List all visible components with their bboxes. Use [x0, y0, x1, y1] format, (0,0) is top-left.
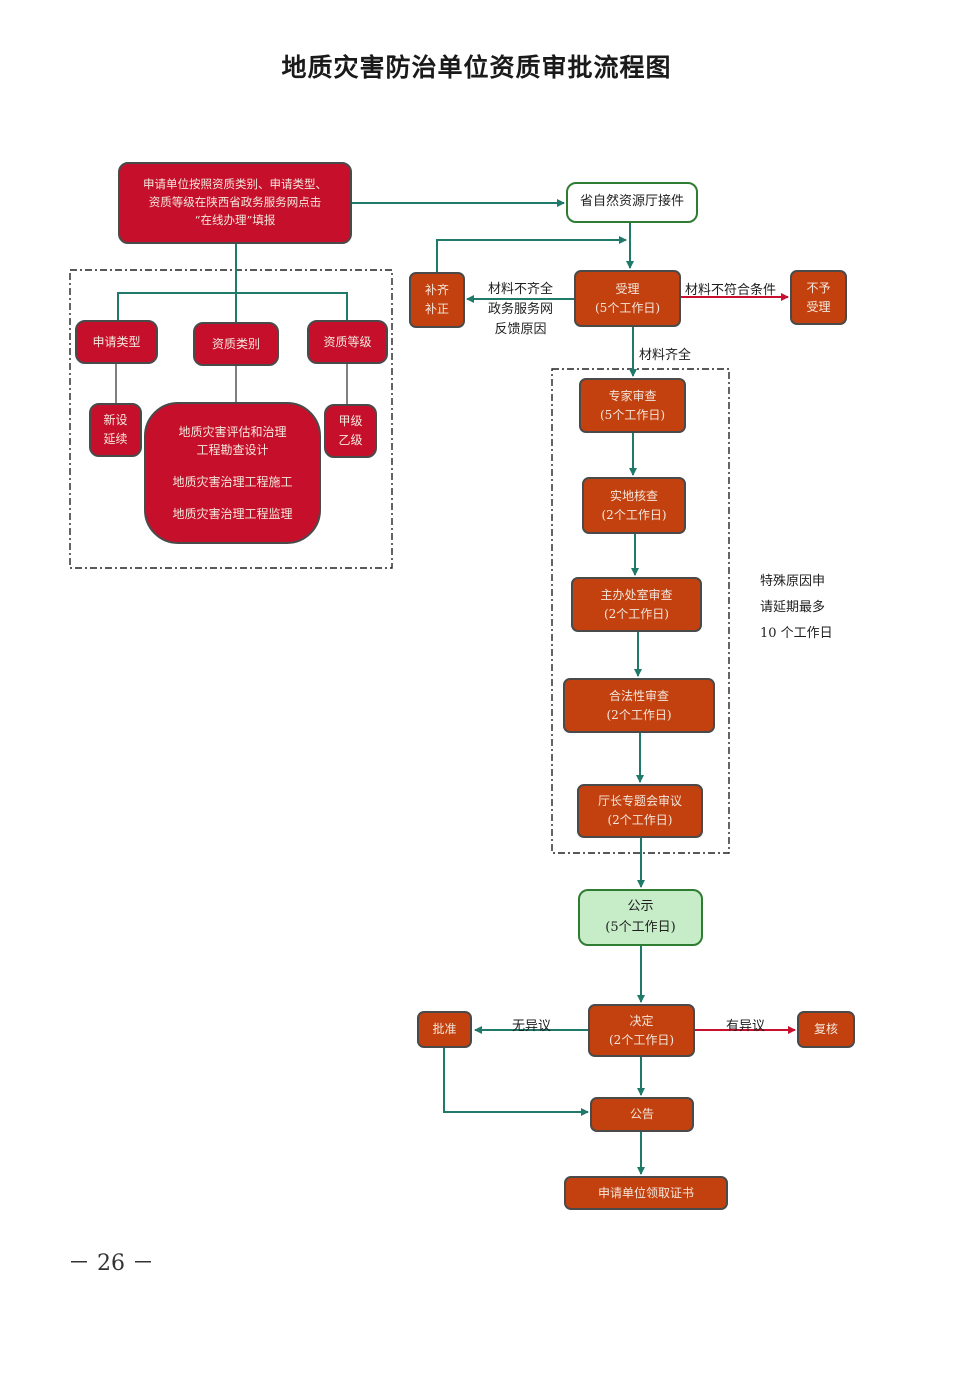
decision-box: 决定 (2个工作日)	[588, 1004, 695, 1057]
director-meeting-box: 厅长专题会审议 (2个工作日)	[577, 784, 703, 838]
accept-box: 受理 (5个工作日)	[574, 270, 681, 327]
approve-box: 批准	[417, 1011, 472, 1048]
category-apply-type: 申请类型	[75, 320, 158, 364]
publicity-box: 公示 (5个工作日)	[578, 889, 703, 946]
review-dashed-frame	[551, 368, 730, 854]
category-grade: 资质等级	[307, 320, 388, 364]
certificate-box: 申请单位领取证书	[564, 1176, 728, 1210]
legal-review-box: 合法性审查 (2个工作日)	[563, 678, 715, 733]
reject-box: 不予 受理	[790, 270, 847, 325]
site-check-box: 实地核查 (2个工作日)	[582, 477, 686, 534]
recheck-box: 复核	[797, 1011, 855, 1048]
label-not-qualified: 材料不符合条件	[685, 283, 777, 298]
side-note-extension: 特殊原因申 请延期最多 10 个工作日	[760, 574, 833, 641]
category-qualification: 资质类别	[193, 322, 279, 366]
grade-options: 甲级 乙级	[324, 404, 377, 458]
apply-type-options: 新设 延续	[89, 403, 142, 457]
announce-box: 公告	[590, 1097, 694, 1132]
expert-review-box: 专家审查 (5个工作日)	[579, 378, 686, 433]
qual-type-construction: 地质灾害治理工程施工	[172, 474, 293, 489]
left-dashed-frame	[69, 269, 393, 569]
label-objection: 有异议	[726, 1019, 766, 1034]
arrow-approve-announce	[443, 1048, 589, 1116]
page-number: － 26 －	[68, 1251, 154, 1276]
arrow-supplement-loop	[436, 236, 627, 272]
apply-box: 申请单位按照资质类别、申请类型、 资质等级在陕西省政务服务网点击 “在线办理”填…	[118, 162, 352, 244]
label-incomplete: 材料不齐全 政务服务网 反馈原因	[488, 282, 554, 338]
receive-box: 省自然资源厅接件	[566, 182, 698, 223]
page-title: 地质灾害防治单位资质审批流程图	[281, 53, 672, 82]
supplement-box: 补齐 补正	[409, 272, 465, 328]
line-category-bar	[117, 292, 348, 320]
dept-review-box: 主办处室审查 (2个工作日)	[571, 577, 702, 632]
qual-type-supervision: 地质灾害治理工程监理	[172, 506, 293, 521]
label-complete: 材料齐全	[639, 348, 692, 363]
qualification-types: 地质灾害评估和治理 工程勘查设计 地质灾害治理工程施工 地质灾害治理工程监理	[144, 402, 321, 544]
label-no-objection: 无异议	[512, 1019, 552, 1034]
qual-type-survey-design: 地质灾害评估和治理 工程勘查设计	[178, 424, 287, 458]
